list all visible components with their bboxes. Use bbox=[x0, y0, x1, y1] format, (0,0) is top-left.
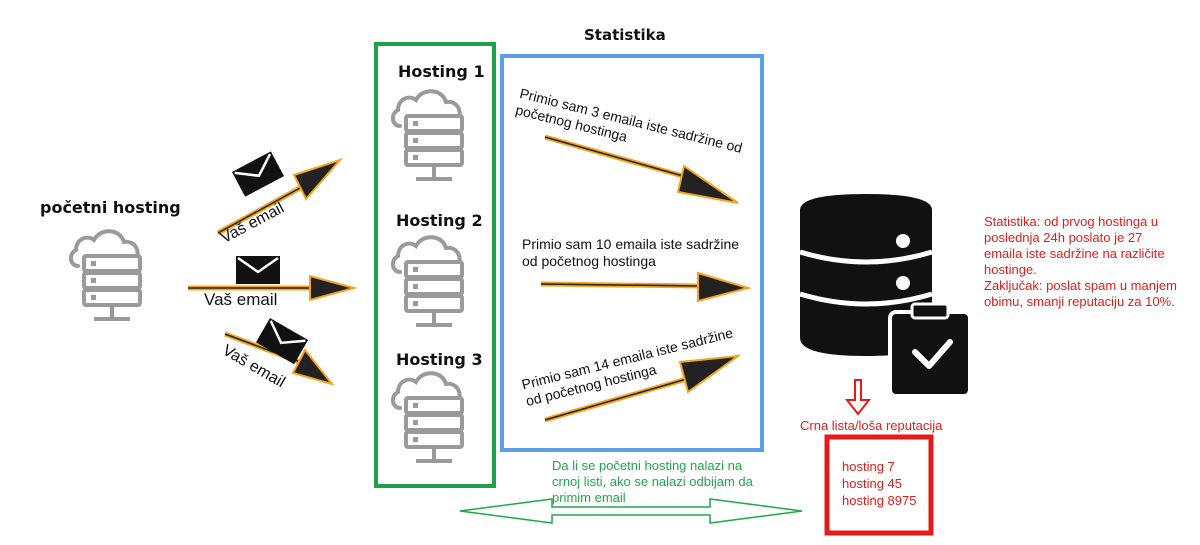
source-server-icon bbox=[68, 229, 142, 321]
blacklist-box bbox=[824, 434, 934, 536]
hostings-box bbox=[374, 42, 496, 488]
stat-arrow-3 bbox=[544, 354, 742, 423]
red-down-arrow bbox=[844, 379, 872, 416]
stat-arrow-1 bbox=[544, 134, 739, 204]
statistics-message-2: Primio sam 10 emaila iste sadržine od po… bbox=[522, 236, 740, 269]
email-label-middle: Vaš email bbox=[204, 290, 278, 309]
hosting-2-server-icon bbox=[390, 235, 464, 327]
analysis-line: Zaključak: poslat spam u manjem bbox=[984, 278, 1177, 293]
green-double-arrow bbox=[459, 498, 803, 524]
analysis-line: emaila iste sadržine na različite bbox=[984, 246, 1165, 261]
analysis-line: obimu, smanji reputaciju za 10%. bbox=[984, 294, 1175, 309]
email-arrow-middle bbox=[188, 274, 358, 302]
blacklist-entry: hosting 8975 bbox=[842, 493, 917, 508]
blacklist-check-text: Da li se početni hosting nalazi na crnoj… bbox=[552, 458, 753, 506]
email-arrow-up bbox=[216, 157, 344, 236]
blacklist-entry: hosting 45 bbox=[842, 476, 902, 491]
check-line: crnoj listi, ako se nalazi odbijam da bbox=[552, 474, 753, 489]
hosting-1-server-icon bbox=[390, 89, 464, 181]
hosting-1-title: Hosting 1 bbox=[398, 62, 485, 81]
hosting-3-title: Hosting 3 bbox=[396, 350, 483, 369]
analysis-text: Statistika: od prvog hostinga u poslednj… bbox=[984, 214, 1177, 310]
stat-arrow-2 bbox=[540, 271, 752, 303]
source-hosting-title: početni hosting bbox=[40, 198, 181, 217]
clipboard-check-icon bbox=[888, 302, 972, 398]
envelope-icon bbox=[230, 150, 286, 198]
blacklist-label: Crna lista/loša reputacija bbox=[800, 418, 943, 433]
analysis-line: hostinge. bbox=[984, 262, 1037, 277]
check-line: Da li se početni hosting nalazi na bbox=[552, 458, 743, 473]
statistics-title: Statistika bbox=[584, 26, 666, 44]
hosting-2-title: Hosting 2 bbox=[396, 211, 483, 230]
analysis-line: poslednja 24h poslato je 27 bbox=[984, 230, 1143, 245]
hosting-3-server-icon bbox=[390, 371, 464, 463]
check-line: primim email bbox=[552, 490, 626, 505]
blacklist-entries: hosting 7 hosting 45 hosting 8975 bbox=[842, 458, 916, 509]
envelope-icon bbox=[234, 254, 282, 286]
statistics-box bbox=[500, 54, 764, 452]
analysis-line: Statistika: od prvog hostinga u bbox=[984, 214, 1159, 229]
blacklist-entry: hosting 7 bbox=[842, 459, 895, 474]
